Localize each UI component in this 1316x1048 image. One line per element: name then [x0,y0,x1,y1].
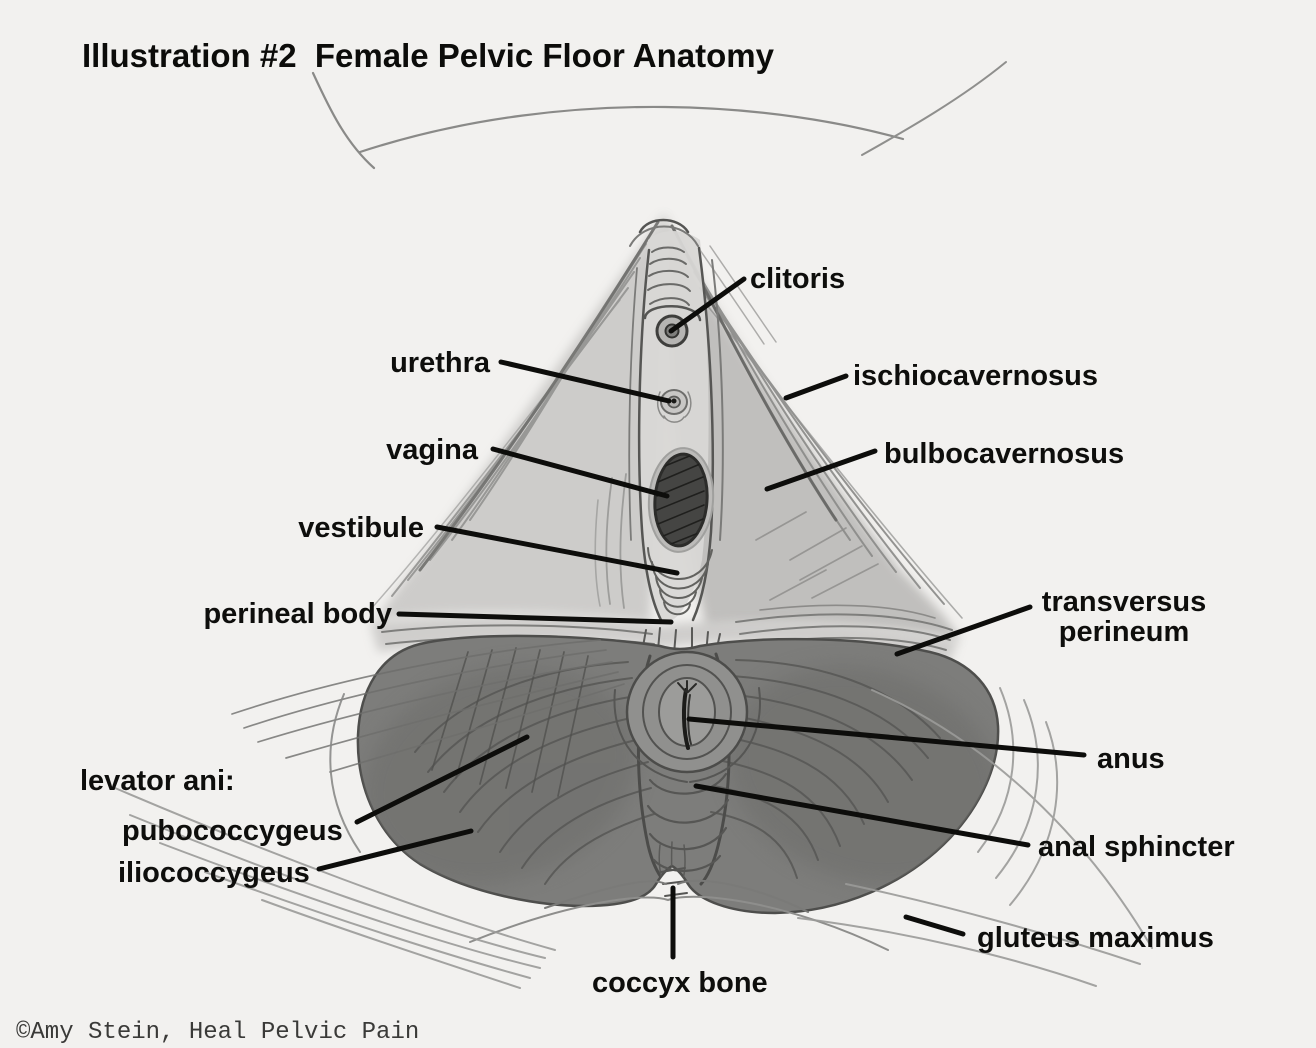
leader-pubococcygeus [354,734,530,825]
anus-drawing [613,650,761,783]
label-pubococcygeus: pubococcygeus [122,815,343,847]
vestibule-drawing [647,547,713,616]
leader-clitoris [668,276,747,334]
label-ischiocavernosus: ischiocavernosus [853,360,1098,392]
clitoral-hood-apex [629,218,699,306]
coccyx-drawing [469,867,889,951]
leader-gluteus-maximus [903,914,966,937]
leader-urethra [498,359,672,404]
label-anal-sphincter: anal sphincter [1038,831,1235,863]
label-transversus-perineum-line1: transversus [1042,586,1206,618]
vagina-drawing [647,447,715,553]
leader-perineal-body [396,611,674,625]
label-perineal-body: perineal body [203,598,392,630]
levator-ani-mass [356,634,1000,915]
leader-bulbocavernosus [764,448,878,492]
label-gluteus-maximus: gluteus maximus [977,922,1214,954]
label-coccyx-bone: coccyx bone [592,967,768,999]
top-skin-contour [311,61,1007,170]
label-levator-ani: levator ani: [80,765,235,797]
label-urethra: urethra [390,347,491,379]
superficial-fiber-lines-left [231,639,625,773]
label-transversus-perineum-line2: perineum [1059,616,1190,648]
leader-transversus-perineum [894,604,1033,657]
leader-lines [316,276,1087,960]
label-vagina: vagina [386,434,479,466]
label-anus: anus [1097,743,1165,775]
leader-anus [686,716,1087,758]
leader-iliococcygeus [316,828,474,872]
label-iliococcygeus: iliococcygeus [118,857,310,889]
leader-anal-sphincter [693,783,1031,848]
page-title: Illustration #2 Female Pelvic Floor Anat… [82,37,775,74]
leader-ischiocavernosus [783,373,849,401]
leader-vagina [490,446,670,499]
copyright-note: ©Amy Stein, Heal Pelvic Pain [16,1019,419,1046]
anal-sphincter-drawing [646,772,730,872]
label-bulbocavernosus: bulbocavernosus [884,438,1124,470]
urethra-drawing [656,389,692,423]
label-vestibule: vestibule [298,512,424,544]
leader-vestibule [434,524,680,576]
gluteal-fold-lines [114,687,1153,989]
label-clitoris: clitoris [750,263,845,295]
labels: clitoris urethra vagina vestibule perine… [80,263,1235,999]
